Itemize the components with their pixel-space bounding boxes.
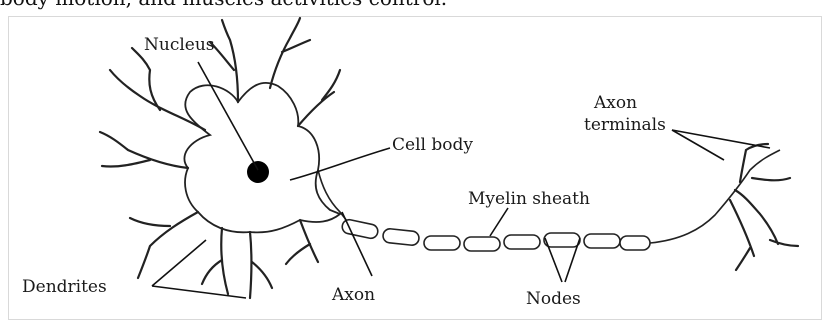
label-nodes: Nodes: [526, 289, 581, 309]
label-axon-terminals-line2: terminals: [584, 115, 666, 135]
label-nucleus: Nucleus: [144, 35, 215, 55]
myelin-sheath-segments: [341, 218, 650, 251]
label-cell-body: Cell body: [392, 135, 473, 155]
axon-tail: [650, 150, 780, 243]
label-axon: Axon: [331, 285, 375, 305]
label-axon-terminals-line1: Axon: [593, 93, 637, 113]
nucleus-shape: [247, 161, 269, 183]
label-dendrites: Dendrites: [22, 277, 107, 297]
label-myelin-sheath: Myelin sheath: [468, 189, 590, 209]
axon-terminals-shape: [730, 144, 798, 270]
